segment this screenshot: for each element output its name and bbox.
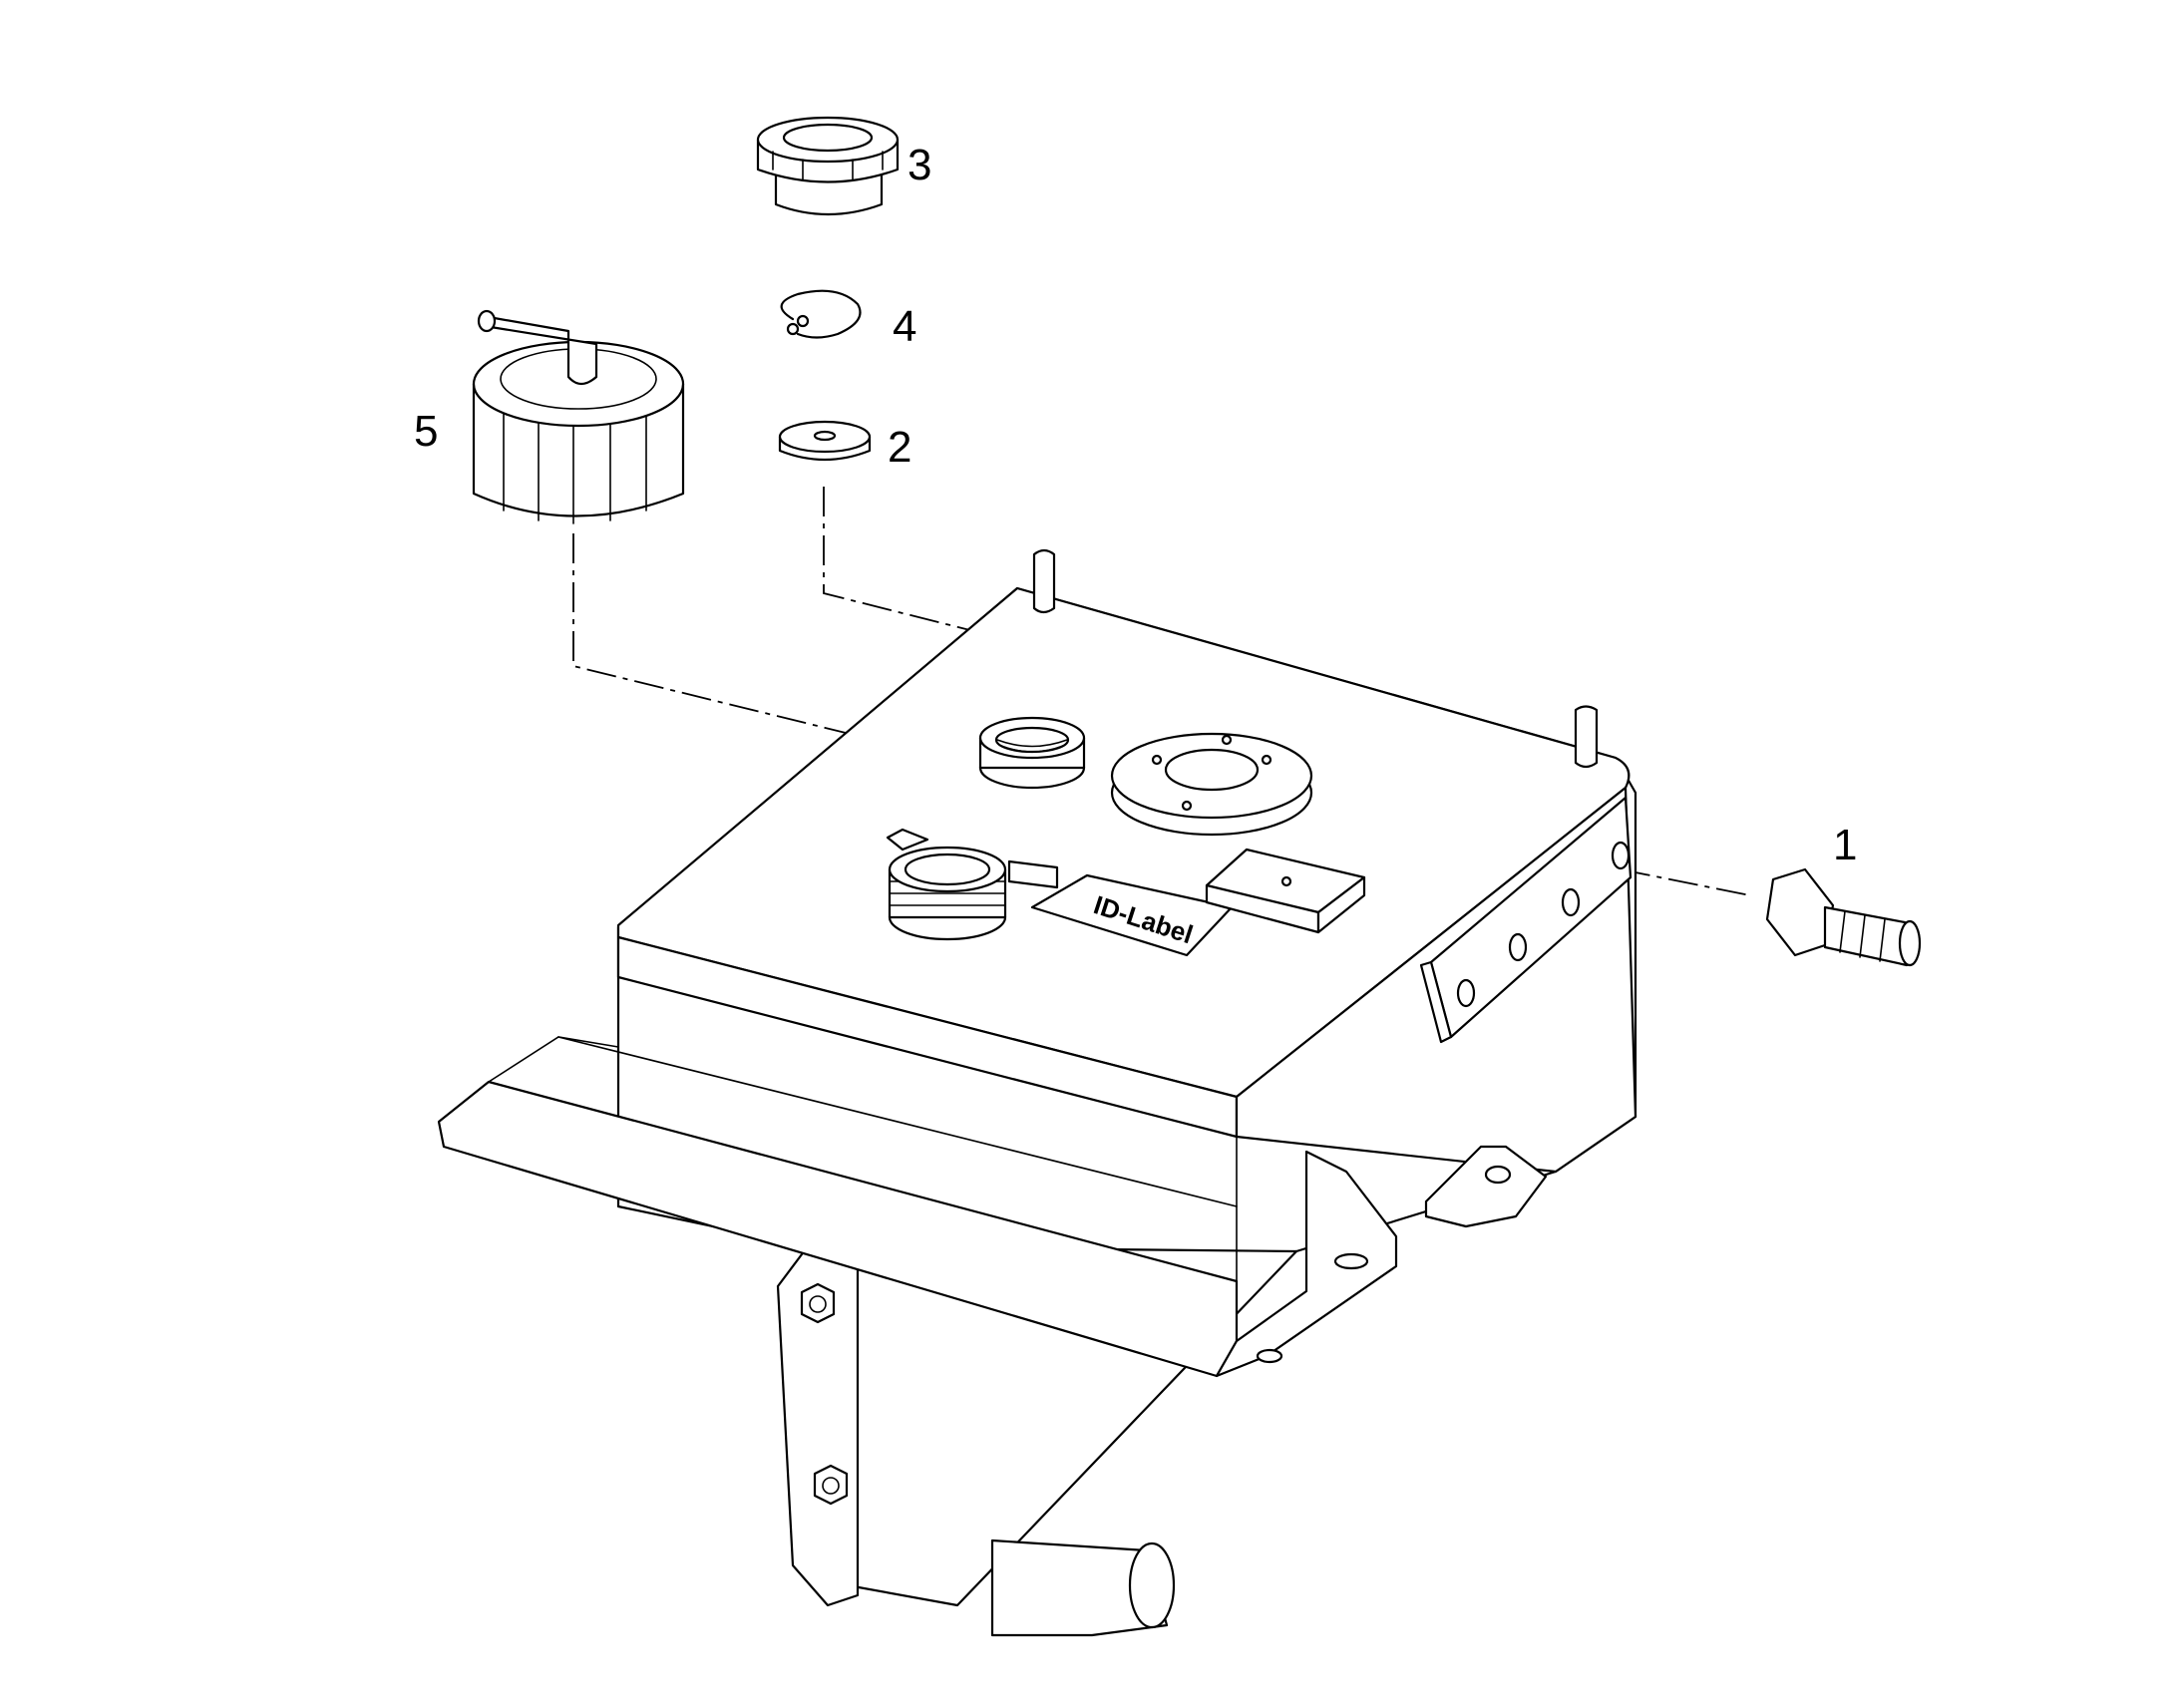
- outlet-pipe: [990, 1538, 1169, 1637]
- part-5-pressure-cap: [472, 309, 685, 524]
- port-plate-edge: [1419, 960, 1453, 1044]
- neck-tag-right: [1007, 859, 1059, 889]
- callout-2: 2: [888, 423, 911, 472]
- round-flange-bore: [1164, 748, 1260, 792]
- washer-hole: [813, 430, 837, 442]
- nut-lower: [813, 1464, 849, 1506]
- filler-neck-opening: [904, 853, 991, 886]
- part-1-hose-fitting: [1765, 867, 1922, 967]
- square-block-side: [1316, 875, 1366, 934]
- fitting-hex: [1765, 867, 1835, 957]
- callouts: 1 2 3 4 5: [414, 141, 1857, 869]
- port-hole-2: [1561, 887, 1581, 917]
- assembly-line-seal: [823, 487, 1034, 748]
- callout-5: 5: [414, 407, 438, 456]
- outlet-pipe-end: [1128, 1541, 1176, 1629]
- callout-1: 1: [1833, 821, 1857, 869]
- port-hole-1: [1611, 841, 1631, 870]
- assembly-line-cap: [572, 533, 948, 867]
- bracket-hole: [1333, 1252, 1369, 1270]
- neck-tag-left: [886, 828, 929, 852]
- nut-bore: [782, 123, 874, 153]
- nut-body: [774, 172, 884, 216]
- locating-pin-right: [1574, 705, 1599, 769]
- coolant-tank: ID-Label: [437, 548, 1637, 1637]
- right-mounting-tab: [1424, 1145, 1548, 1228]
- bracket-hole-2: [1256, 1348, 1283, 1364]
- locating-pin-left: [1032, 548, 1056, 614]
- port-hole-3: [1508, 932, 1528, 962]
- part-4-circlip: [780, 289, 862, 339]
- port-hole-4: [1456, 978, 1476, 1008]
- callout-4: 4: [893, 302, 916, 351]
- nut-upper: [800, 1282, 836, 1324]
- part-3-threaded-nut: [756, 116, 900, 216]
- callout-3: 3: [908, 141, 931, 189]
- part-2-washer: [778, 420, 872, 462]
- tab-hole: [1484, 1165, 1512, 1185]
